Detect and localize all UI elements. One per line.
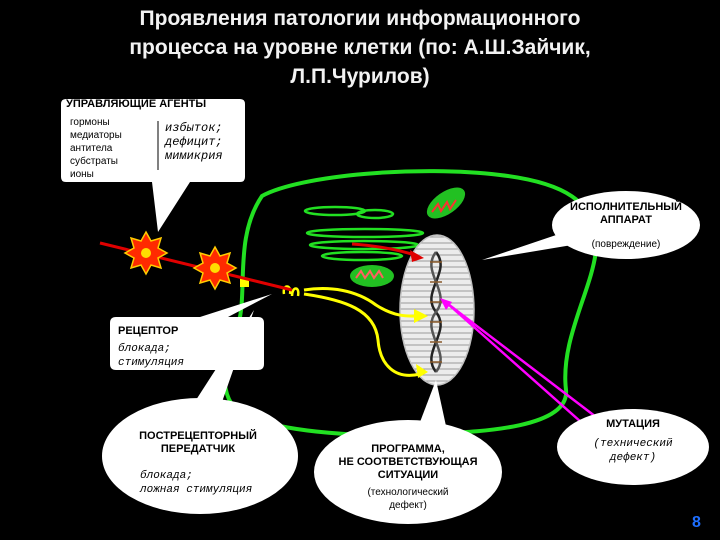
program-heading-line-3: СИТУАЦИИ (377, 469, 439, 481)
program-heading: ПРОГРАММА, НЕ СООТВЕТСТВУЮЩАЯ СИТУАЦИИ (320, 443, 496, 482)
agents-list-item: субстраты (70, 156, 118, 167)
agent-star-icon-1 (123, 230, 169, 276)
postreceptor-sub-line-2: ложная стимуляция (140, 484, 253, 496)
program-heading-line-1: ПРОГРАММА, (371, 443, 445, 455)
postreceptor-heading-line-2: ПЕРЕДАТЧИК (160, 443, 236, 455)
title-line-2: процесса на уровне клетки (по: А.Ш.Зайчи… (129, 36, 591, 59)
agents-list-item: антитела (70, 143, 113, 154)
agents-list: гормоны медиаторы антитела субстраты ион… (70, 116, 122, 181)
program-heading-line-2: НЕ СООТВЕТСТВУЮЩАЯ (338, 456, 478, 468)
program-bubble (314, 420, 502, 524)
mutation-sub-line-1: (технический (593, 438, 673, 450)
agents-effect-item: дефицит; (165, 135, 223, 149)
damage-arrow (351, 242, 424, 262)
program-sub-line-2: дефект) (389, 500, 427, 511)
executive-bubble-pointer (482, 232, 578, 260)
postreceptor-sub: блокада; ложная стимуляция (140, 469, 252, 497)
signal-arrowhead-lower (416, 364, 428, 378)
title-line-3: Л.П.Чурилов) (290, 65, 430, 88)
program-sub: (технологический дефект) (320, 486, 496, 512)
mutation-heading: МУТАЦИЯ (606, 418, 660, 430)
title-line-1: Проявления патологии информационного (139, 7, 581, 30)
executive-sub: (повреждение) (591, 239, 661, 250)
receptor-heading: РЕЦЕПТОР (118, 325, 179, 337)
executive-heading-line-1: ИСПОЛНИТЕЛЬНЫЙ (570, 201, 682, 213)
slide-title: Проявления патологии информационного про… (20, 4, 700, 91)
agent-star-icon-2 (192, 245, 238, 291)
agents-list-item: медиаторы (70, 130, 122, 141)
agents-bubble (61, 99, 245, 232)
mutation-lines (440, 298, 601, 431)
dna-helix (430, 251, 442, 373)
postreceptor-bubble (102, 398, 298, 514)
postreceptor-heading-line-1: ПОСТРЕЦЕПТОРНЫЙ (139, 430, 257, 442)
postreceptor-bubble-pointer (196, 310, 254, 402)
agents-effect-item: избыток; (165, 121, 223, 135)
ligand-marker (240, 278, 249, 287)
executive-heading: ИСПОЛНИТЕЛЬНЫЙ АППАРАТ (556, 201, 696, 227)
receptor-icon (282, 285, 300, 297)
agents-heading: УПРАВЛЯЮЩИЕ АГЕНТЫ (66, 98, 207, 110)
receptor-sub: блокада; стимуляция (118, 342, 184, 370)
postreceptor-sub-line-1: блокада; (140, 470, 193, 482)
mutation-sub-line-2: дефект) (609, 452, 657, 464)
agents-effect-item: мимикрия (165, 149, 223, 163)
program-sub-line-1: (технологический (367, 487, 449, 498)
agents-effects: избыток; дефицит; мимикрия (165, 121, 223, 163)
signal-path (303, 287, 421, 377)
mitochondrion-lower (350, 265, 394, 287)
golgi-apparatus (303, 205, 425, 262)
mitochondrion-upper (426, 187, 466, 219)
agents-list-item: гормоны (70, 117, 110, 128)
agents-list-item: ионы (70, 169, 94, 180)
mutation-bubble (557, 409, 709, 485)
mutation-sub: (технический дефект) (563, 437, 703, 465)
signal-arrowhead-upper (414, 309, 428, 323)
receptor-sub-line-1: блокада; (118, 343, 171, 355)
page-number: 8 (692, 514, 701, 531)
postreceptor-heading: ПОСТРЕЦЕПТОРНЫЙ ПЕРЕДАТЧИК (108, 430, 288, 456)
program-bubble-pointer (420, 380, 446, 426)
executive-bubble (552, 191, 700, 259)
executive-heading-line-2: АППАРАТ (599, 214, 653, 226)
receptor-sub-line-2: стимуляция (118, 357, 185, 369)
